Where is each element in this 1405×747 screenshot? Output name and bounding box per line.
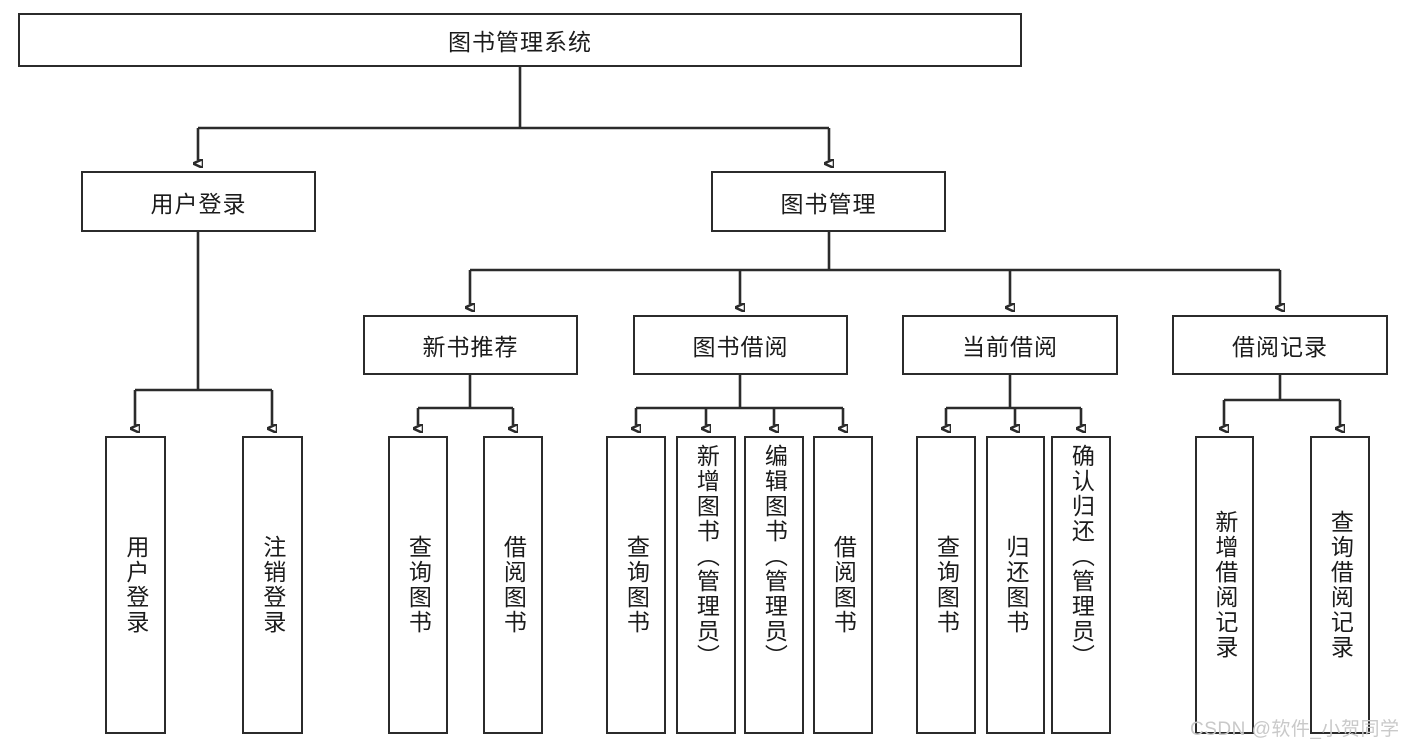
leaf-record-add-record[interactable]: 新增借阅记录 xyxy=(1195,436,1254,734)
node-label: 注销登录 xyxy=(259,535,286,635)
node-label: 归还图书 xyxy=(1002,535,1029,635)
leaf-user-login-logout[interactable]: 注销登录 xyxy=(242,436,303,734)
node-label: 编辑图书（管理员） xyxy=(761,444,788,669)
node-label: 查询图书 xyxy=(405,535,432,635)
leaf-current-query-book[interactable]: 查询图书 xyxy=(916,436,976,734)
leaf-borrow-add-book-admin[interactable]: 新增图书（管理员） xyxy=(676,436,736,734)
node-label: 确认归还（管理员） xyxy=(1068,444,1095,669)
node-label: 借阅图书 xyxy=(500,535,527,635)
node-label: 新增图书（管理员） xyxy=(693,444,720,669)
node-label: 图书管理系统 xyxy=(448,29,592,55)
node-label: 查询图书 xyxy=(623,535,650,635)
node-label: 查询借阅记录 xyxy=(1327,510,1354,660)
leaf-current-return-book[interactable]: 归还图书 xyxy=(986,436,1045,734)
node-root-library-system[interactable]: 图书管理系统 xyxy=(18,13,1022,67)
leaf-borrow-edit-book-admin[interactable]: 编辑图书（管理员） xyxy=(744,436,804,734)
leaf-user-login-login[interactable]: 用户登录 xyxy=(105,436,166,734)
leaf-borrow-query-book[interactable]: 查询图书 xyxy=(606,436,666,734)
csdn-watermark: CSDN @软件_小贺同学 xyxy=(1190,719,1400,740)
leaf-recommend-borrow-book[interactable]: 借阅图书 xyxy=(483,436,543,734)
node-label: 新增借阅记录 xyxy=(1211,510,1238,660)
node-book-borrow[interactable]: 图书借阅 xyxy=(633,315,848,375)
node-label: 借阅记录 xyxy=(1232,334,1328,360)
leaf-current-confirm-return-admin[interactable]: 确认归还（管理员） xyxy=(1051,436,1111,734)
node-label: 查询图书 xyxy=(933,535,960,635)
node-label: 图书借阅 xyxy=(692,334,789,360)
node-book-management[interactable]: 图书管理 xyxy=(711,171,946,232)
node-label: 图书管理 xyxy=(780,190,877,217)
node-borrow-record[interactable]: 借阅记录 xyxy=(1172,315,1388,375)
node-label: 当前借阅 xyxy=(962,334,1058,360)
leaf-record-query-record[interactable]: 查询借阅记录 xyxy=(1310,436,1370,734)
node-user-login[interactable]: 用户登录 xyxy=(81,171,316,232)
node-new-book-recommend[interactable]: 新书推荐 xyxy=(363,315,578,375)
node-current-borrow[interactable]: 当前借阅 xyxy=(902,315,1118,375)
leaf-recommend-query-book[interactable]: 查询图书 xyxy=(388,436,448,734)
leaf-borrow-borrow-book[interactable]: 借阅图书 xyxy=(813,436,873,734)
node-label: 新书推荐 xyxy=(422,334,519,360)
node-label: 用户登录 xyxy=(122,535,149,635)
node-label: 借阅图书 xyxy=(830,535,857,635)
node-label: 用户登录 xyxy=(150,190,247,217)
